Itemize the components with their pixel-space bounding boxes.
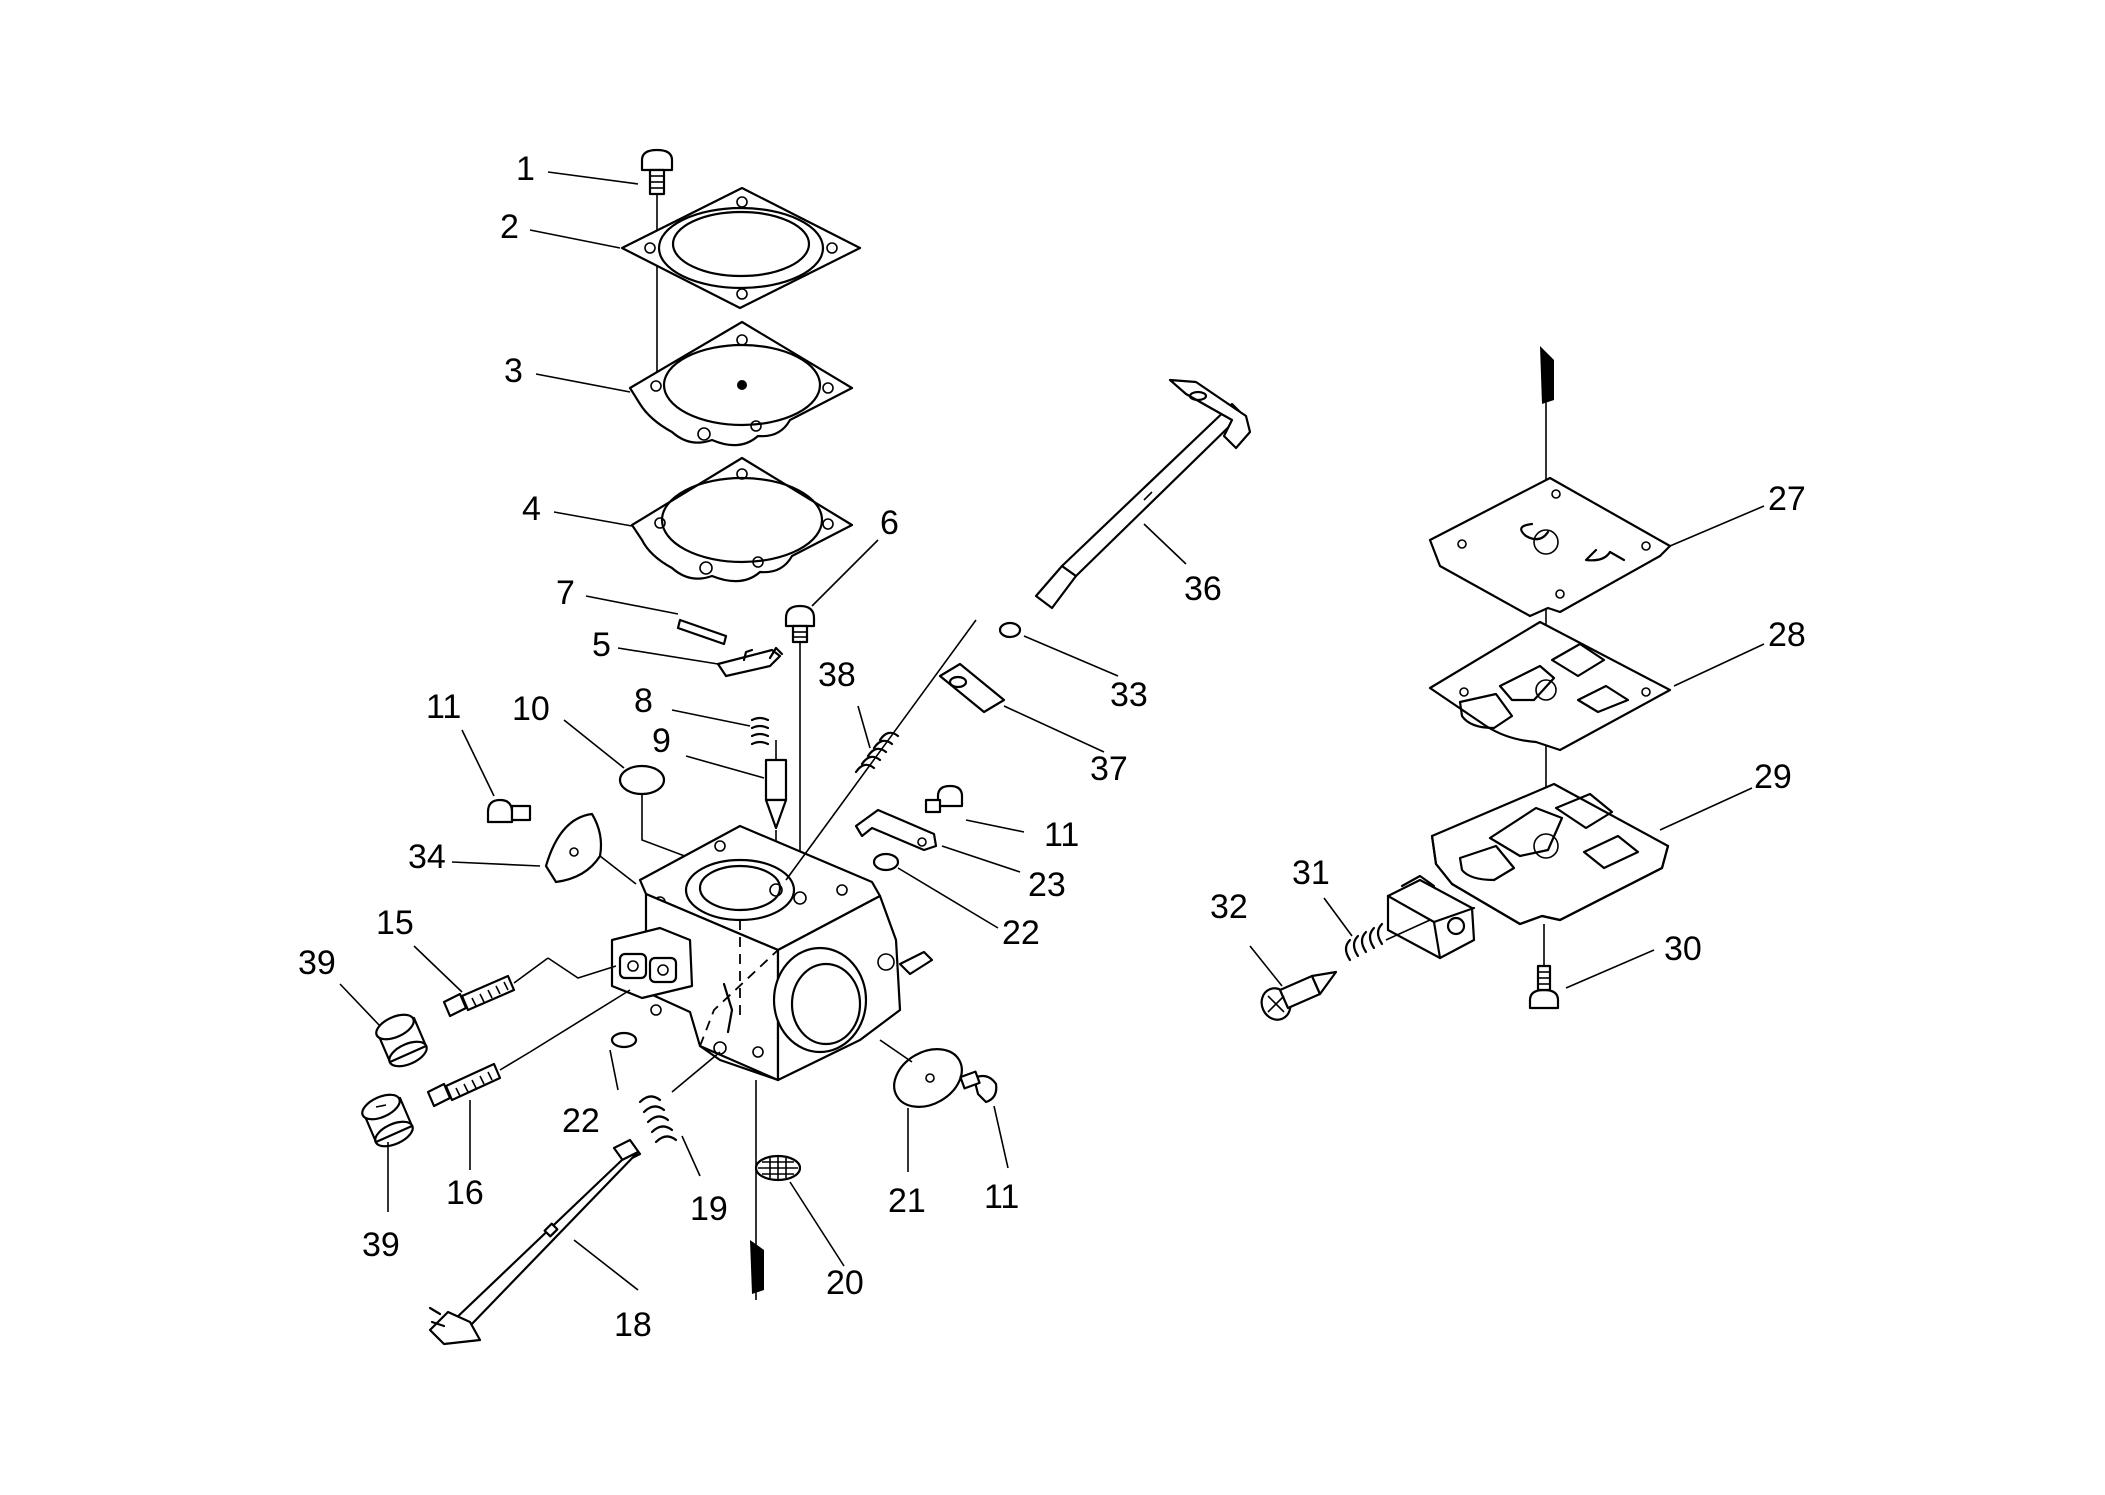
- callout-11-right: 11: [1044, 816, 1079, 854]
- part-36-throttle-shaft: [1034, 378, 1252, 610]
- callout-39-upper: 39: [298, 944, 336, 982]
- callout-21: 21: [888, 1182, 926, 1220]
- part-29-pump-body: [1386, 782, 1670, 960]
- part-5-metering-lever: [716, 646, 784, 678]
- callout-22-lower: 22: [562, 1102, 600, 1140]
- part-22-clip-lower: [610, 1031, 638, 1049]
- callout-7: 7: [556, 574, 575, 612]
- part-37-gasket: [938, 662, 1006, 714]
- arrow-flow-upper: [1540, 346, 1554, 404]
- callout-27: 27: [1768, 480, 1806, 518]
- callout-33: 33: [1110, 676, 1148, 714]
- arrow-flow-lower: [750, 1240, 764, 1294]
- callout-8: 8: [634, 682, 653, 720]
- callout-11-left: 11: [426, 688, 461, 726]
- part-9-needle: [764, 740, 788, 830]
- part-11-screw-left: [486, 798, 532, 824]
- callout-19: 19: [690, 1190, 728, 1228]
- callout-30: 30: [1664, 930, 1702, 968]
- part-33-washer: [998, 621, 1022, 639]
- guide-line-21: [879, 1039, 913, 1063]
- callout-5: 5: [592, 626, 611, 664]
- callout-4: 4: [522, 490, 541, 528]
- part-11-screw-lower: [959, 1070, 998, 1104]
- guide-line-15: [547, 957, 617, 979]
- callout-34: 34: [408, 838, 446, 876]
- callout-9: 9: [652, 722, 671, 760]
- part-23-lever: [854, 808, 938, 852]
- part-18-choke-shaft: [428, 1138, 642, 1346]
- callout-31: 31: [1292, 854, 1330, 892]
- callout-22-right: 22: [1002, 914, 1040, 952]
- callout-36: 36: [1184, 570, 1222, 608]
- part-32-screw: [1260, 970, 1338, 1021]
- callout-20: 20: [826, 1264, 864, 1302]
- part-22-clip-right: [872, 852, 900, 872]
- guide-line-shaft: [785, 619, 977, 881]
- leader-lines: [339, 171, 1765, 1291]
- part-10-welch-plug: [618, 764, 666, 796]
- part-6-screw: [784, 604, 816, 644]
- callout-3: 3: [504, 352, 523, 390]
- part-4-gasket: [630, 456, 854, 583]
- part-15-needle-h: [442, 957, 549, 1018]
- callout-38: 38: [818, 656, 856, 694]
- callout-18: 18: [614, 1306, 652, 1344]
- callout-10: 10: [512, 690, 550, 728]
- guide-line-16: [529, 989, 631, 1053]
- callout-11-lower: 11: [984, 1178, 1019, 1216]
- part-8-spring: [750, 716, 770, 746]
- callout-32: 32: [1210, 888, 1248, 926]
- callout-15: 15: [376, 904, 414, 942]
- guide-line-34: [599, 855, 637, 885]
- part-19-spring: [638, 1095, 678, 1144]
- part-11-screw-right: [924, 784, 964, 814]
- callout-23: 23: [1028, 866, 1066, 904]
- part-3-pump-diaphragm: [628, 320, 854, 447]
- part-38-spring: [854, 731, 900, 774]
- part-34-choke-plate: [544, 812, 603, 884]
- callout-labels: 1 2 3 4 5 6 7 8 9 10 11 11 11 15 16 18 1…: [298, 150, 1806, 1344]
- part-2-cover-plate: [620, 186, 862, 310]
- callout-29: 29: [1754, 758, 1792, 796]
- guide-line-31: [1385, 919, 1431, 941]
- part-16-needle-l: [426, 1051, 531, 1108]
- callout-39-lower: 39: [362, 1226, 400, 1264]
- part-7-pin: [676, 618, 728, 646]
- part-21-throttle-plate: [893, 1048, 963, 1108]
- callout-37: 37: [1090, 750, 1128, 788]
- part-20-filter-screen: [754, 1154, 802, 1182]
- part-39-cap-upper: [375, 1013, 428, 1068]
- callout-2: 2: [500, 208, 519, 246]
- carburetor-body: [610, 824, 934, 1082]
- part-39-cap-lower: [361, 1093, 414, 1148]
- part-28-gasket: [1428, 620, 1672, 752]
- callout-28: 28: [1768, 616, 1806, 654]
- guide-line-19: [671, 1051, 721, 1093]
- callout-1: 1: [516, 150, 535, 188]
- part-31-spring: [1344, 922, 1384, 962]
- callout-6: 6: [880, 504, 899, 542]
- callout-16: 16: [446, 1174, 484, 1212]
- part-30-screw: [1528, 964, 1560, 1010]
- part-27-diaphragm: [1428, 476, 1672, 618]
- part-1-screw: [640, 148, 674, 196]
